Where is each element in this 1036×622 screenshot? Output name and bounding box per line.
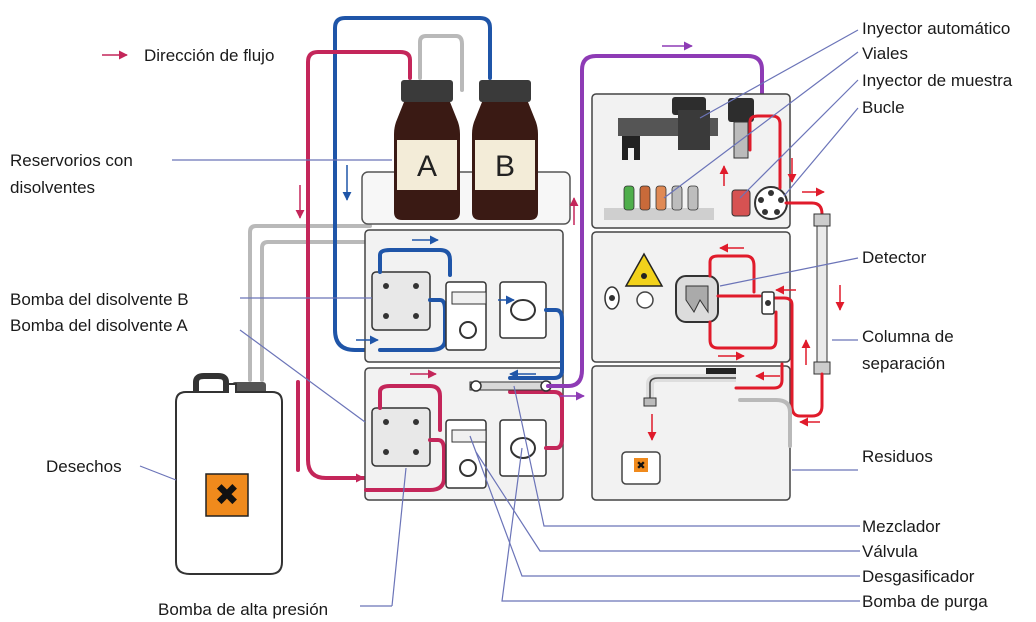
solvent-bottle-a: A: [394, 80, 460, 220]
valve-b-knob: [460, 322, 476, 338]
svg-text:✖: ✖: [214, 478, 239, 513]
sample-injector: [732, 187, 787, 219]
detector-label: Detector: [862, 248, 927, 267]
reservoirs-label-line2: disolventes: [10, 178, 95, 197]
flow-cell: [676, 276, 718, 322]
flow-direction-label: Dirección de flujo: [144, 46, 274, 65]
pump-a-label: Bomba del disolvente A: [10, 316, 188, 335]
solvent-bottle-b: B: [472, 80, 538, 220]
grey-vent-tube-2: [262, 242, 370, 380]
waste-container: ✖: [176, 376, 282, 574]
high-pressure-pump-label: Bomba de alta presión: [158, 600, 328, 619]
column-label-line2: separación: [862, 354, 945, 373]
bottle-a-label: A: [417, 150, 437, 183]
pump-b-label: Bomba del disolvente B: [10, 290, 189, 309]
valve-label: Válvula: [862, 542, 918, 561]
bottle-tray: [362, 172, 570, 224]
pump-b-head: [372, 272, 430, 330]
flow-cell-valve: [762, 292, 774, 314]
degasser-b: [452, 292, 486, 304]
svg-text:✖: ✖: [636, 459, 645, 472]
column-label-line1: Columna de: [862, 327, 954, 346]
bottle-b-label: B: [495, 150, 515, 183]
valve-a-knob: [460, 460, 476, 476]
injector-to-column-tube: [786, 203, 822, 214]
residues-label: Residuos: [862, 447, 933, 466]
mixer: [470, 381, 551, 391]
flow-legend: Dirección de flujo: [102, 46, 274, 65]
loop-label: Bucle: [862, 98, 905, 117]
sample-injector-label: Inyector de muestra: [862, 71, 1013, 90]
reservoirs-label-line1: Reservorios con: [10, 151, 133, 170]
autoinjector-label: Inyector automático: [862, 19, 1010, 38]
pump-a-head: [372, 408, 430, 466]
degasser-label: Desgasificador: [862, 567, 975, 586]
purge-pump-label: Bomba de purga: [862, 592, 988, 611]
mixer-label: Mezclador: [862, 517, 941, 536]
small-waste-can: ✖: [622, 452, 660, 484]
separation-column: [814, 214, 830, 374]
degasser-a: [452, 430, 486, 442]
waste-container-label: Desechos: [46, 457, 122, 476]
detector-power-icon: [605, 287, 619, 309]
detector-indicator: [637, 292, 653, 308]
vials-label: Viales: [862, 44, 908, 63]
